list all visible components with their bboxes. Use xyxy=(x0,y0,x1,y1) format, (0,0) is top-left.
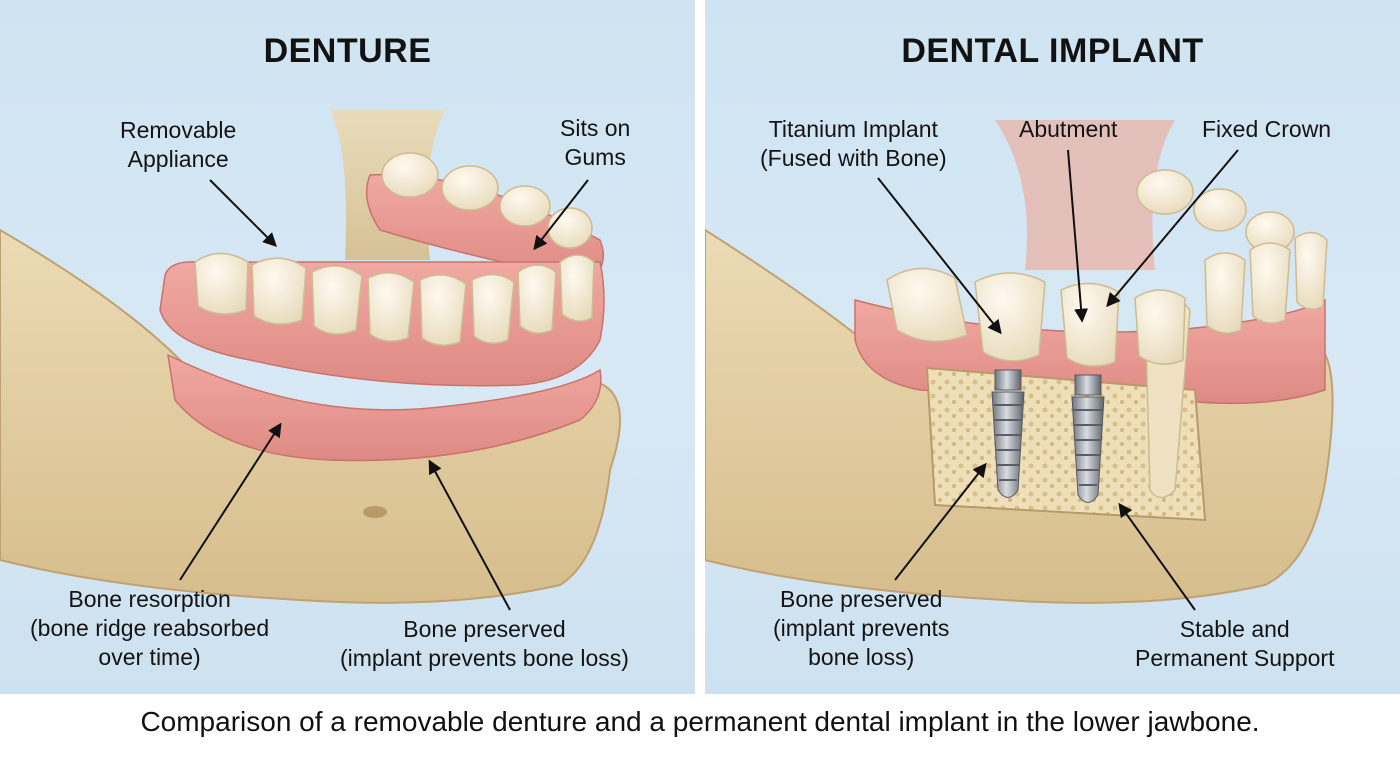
label-sits-on-gums: Sits on Gums xyxy=(560,115,631,170)
implant-title: DENTAL IMPLANT xyxy=(901,32,1204,70)
denture-panel: DENTURE Removable Appliance Sits on Gums… xyxy=(0,0,695,694)
panel-divider xyxy=(695,0,705,694)
label-bone-preserved-implant: Bone preserved (implant prevents bone lo… xyxy=(773,586,950,670)
label-bone-preserved-denture: Bone preserved (implant prevents bone lo… xyxy=(340,616,629,671)
implant-panel: DENTAL IMPLANT Titanium Implant (Fused w… xyxy=(705,0,1400,694)
denture-teeth xyxy=(194,252,595,346)
denture-title: DENTURE xyxy=(263,32,432,70)
figure-caption: Comparison of a removable denture and a … xyxy=(140,706,1260,737)
label-fixed-crown: Fixed Crown xyxy=(1202,116,1332,142)
label-removable-appliance: Removable Appliance xyxy=(120,117,237,172)
mental-foramen xyxy=(363,506,387,518)
label-stable-support: Stable and Permanent Support xyxy=(1135,616,1335,671)
implant-screws xyxy=(991,369,1105,503)
label-bone-resorption: Bone resorption (bone ridge reabsorbed o… xyxy=(30,586,270,670)
label-abutment: Abutment xyxy=(1019,116,1118,142)
label-titanium-implant: Titanium Implant (Fused with Bone) xyxy=(760,116,947,171)
